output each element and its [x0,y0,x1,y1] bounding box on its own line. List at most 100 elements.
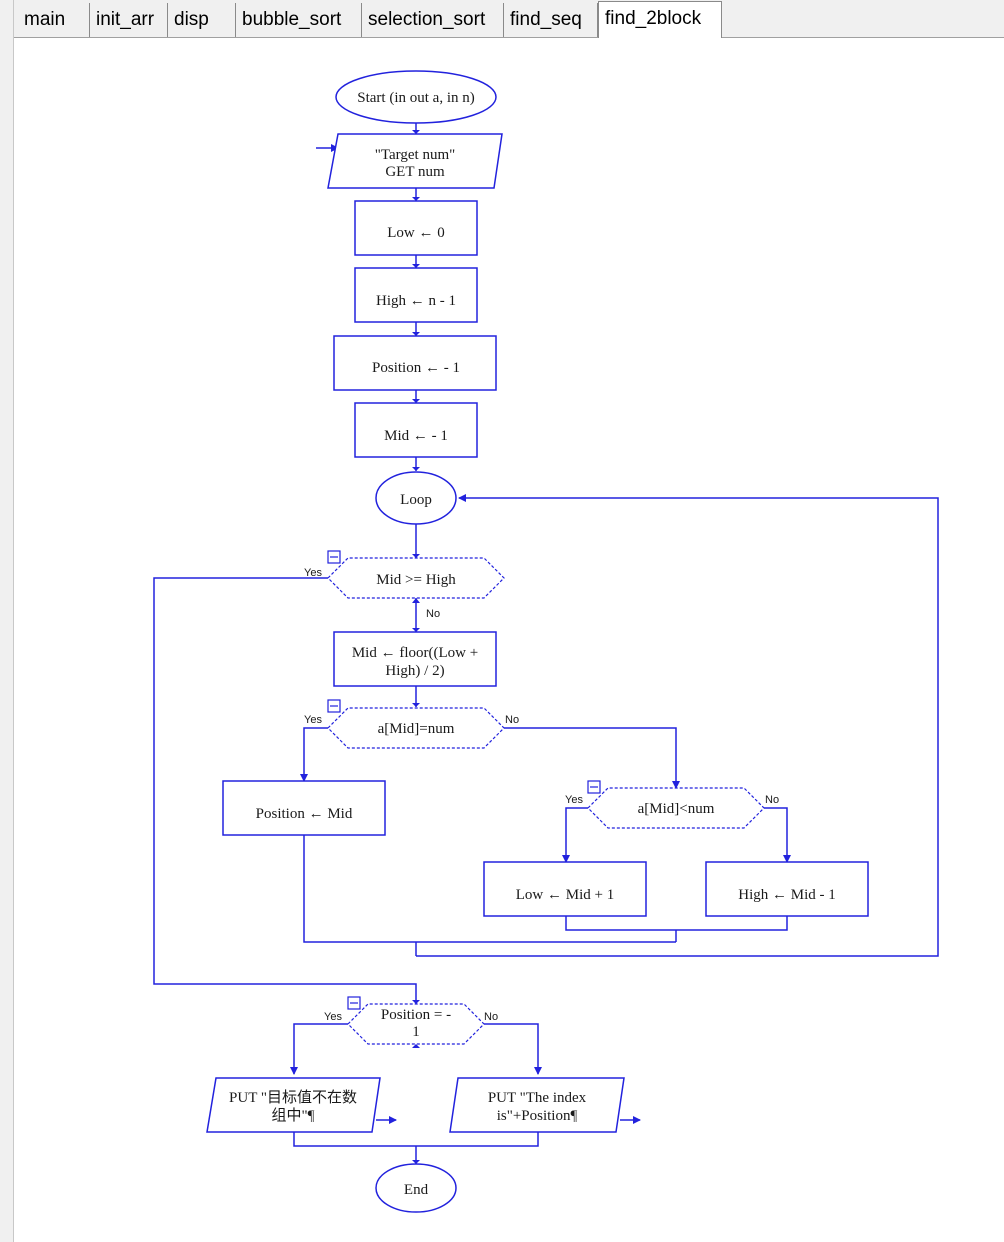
loop-label: Loop [400,492,432,508]
node-put-found[interactable]: PUT "The index is"+Position¶ [449,1077,625,1133]
left-panel-strip [0,0,14,1242]
cond-found-label: a[Mid]=num [378,721,455,737]
node-cond-less[interactable]: a[Mid]<num Yes No [565,780,779,829]
put-notfound-label-1: PUT "目标值不在数 [229,1089,357,1106]
cond-found-hexagon[interactable] [327,707,505,749]
connector-put-merge [293,1132,539,1147]
arrowhead [412,332,420,336]
high-mid-box[interactable] [705,861,869,917]
end-terminal[interactable] [375,1163,457,1213]
connector-lines [153,118,939,1164]
node-cond-mid-high[interactable]: Mid >= High Yes No [304,550,505,620]
start-terminal[interactable] [335,70,497,124]
connector-loop-exit [153,577,417,1004]
node-mid-calc[interactable]: Mid ← floor((Low + High) / 2) [333,631,497,687]
node-cond-position[interactable]: Position = - 1 Yes No [324,996,498,1045]
mid-calc-label-2: High) / 2) [385,663,444,679]
cond-less-hexagon[interactable] [587,787,765,829]
tab-bar: main init_arr disp bubble_sort selection… [14,0,1004,38]
assign-high-box[interactable] [354,267,478,323]
connector-found-no [504,727,680,789]
node-high-mid[interactable]: High ← Mid - 1 [705,861,869,917]
yes-label: Yes [324,1011,342,1023]
put-found-parallelogram[interactable] [449,1077,625,1133]
node-loop[interactable]: Loop [375,471,457,525]
tab-bubble-sort[interactable]: bubble_sort [236,3,362,37]
yes-label: Yes [565,794,583,806]
put-notfound-parallelogram[interactable] [206,1077,381,1133]
no-label: No [765,794,779,806]
arrowhead [412,1044,420,1048]
flowchart-canvas: Start (in out a, in n) "Target num" GET … [14,38,1004,1242]
connector-less-yes [562,807,588,863]
start-label: Start (in out a, in n) [357,90,474,106]
arrowhead [412,628,420,632]
tab-find-2block[interactable]: find_2block [598,1,722,38]
arrowhead [412,703,420,707]
no-label: No [484,1011,498,1023]
input-prompt-label: "Target num" [375,147,456,163]
arrowhead [412,1160,420,1164]
connector-pos-no [484,1023,542,1075]
no-label: No [426,608,440,620]
end-label: End [404,1182,429,1198]
arrowhead [412,264,420,268]
assign-mid-box[interactable] [354,402,478,458]
node-input[interactable]: "Target num" GET num [327,133,503,189]
node-cond-found[interactable]: a[Mid]=num Yes No [304,699,519,749]
yes-label: Yes [304,714,322,726]
cond-position-label-1: Position = - [381,1007,451,1023]
connector-found-yes [300,727,328,782]
tab-disp[interactable]: disp [168,3,236,37]
put-found-label-1: PUT "The index [488,1090,587,1106]
flowchart: Start (in out a, in n) "Target num" GET … [153,70,939,1213]
low-mid-label: Low ← Mid + 1 [516,887,614,903]
assign-low-label: Low ← 0 [387,225,445,241]
input-parallelogram[interactable] [327,133,503,189]
cond-mid-high-hexagon[interactable] [327,557,505,599]
arrowhead [412,399,420,403]
tab-main[interactable]: main [18,3,90,37]
tab-selection-sort[interactable]: selection_sort [362,3,504,37]
position-mid-box[interactable] [222,780,386,836]
assign-mid-label: Mid ← - 1 [384,428,448,444]
node-low-mid[interactable]: Low ← Mid + 1 [483,861,647,917]
connector-inner-merge [565,916,788,931]
cond-less-label: a[Mid]<num [638,801,715,817]
connector-loop-back [416,494,939,957]
node-assign-mid[interactable]: Mid ← - 1 [354,402,478,458]
node-end[interactable]: End [375,1163,457,1213]
arrowhead [412,598,420,603]
arrowhead [412,467,420,471]
mid-calc-label-1: Mid ← floor((Low + [352,645,478,661]
node-assign-position[interactable]: Position ← - 1 [333,335,497,391]
low-mid-box[interactable] [483,861,647,917]
arrowhead [412,1000,420,1004]
assign-low-box[interactable] [354,200,478,256]
assign-position-label: Position ← - 1 [372,360,460,376]
tab-init-arr[interactable]: init_arr [90,3,168,37]
yes-label: Yes [304,567,322,579]
node-start[interactable]: Start (in out a, in n) [335,70,497,124]
node-position-mid[interactable]: Position ← Mid [222,780,386,836]
node-assign-low[interactable]: Low ← 0 [354,200,478,256]
input-get-label: GET num [385,164,445,180]
connector-less-no [764,807,791,863]
mid-calc-box[interactable] [333,631,497,687]
cond-position-hexagon[interactable] [347,1003,485,1045]
cond-position-label-2: 1 [412,1024,420,1040]
node-put-notfound[interactable]: PUT "目标值不在数 组中"¶ [206,1077,381,1133]
put-notfound-label-2: 组中"¶ [272,1107,315,1124]
loop-ellipse[interactable] [375,471,457,525]
no-label: No [505,714,519,726]
tab-find-seq[interactable]: find_seq [504,3,598,37]
arrowhead [412,197,420,201]
node-assign-high[interactable]: High ← n - 1 [354,267,478,323]
cond-mid-high-label: Mid >= High [376,572,456,588]
assign-position-box[interactable] [333,335,497,391]
assign-high-label: High ← n - 1 [376,293,456,309]
connector-pos-yes [290,1023,348,1075]
arrowhead [412,554,420,558]
high-mid-label: High ← Mid - 1 [738,887,836,903]
arrowhead [412,130,420,134]
